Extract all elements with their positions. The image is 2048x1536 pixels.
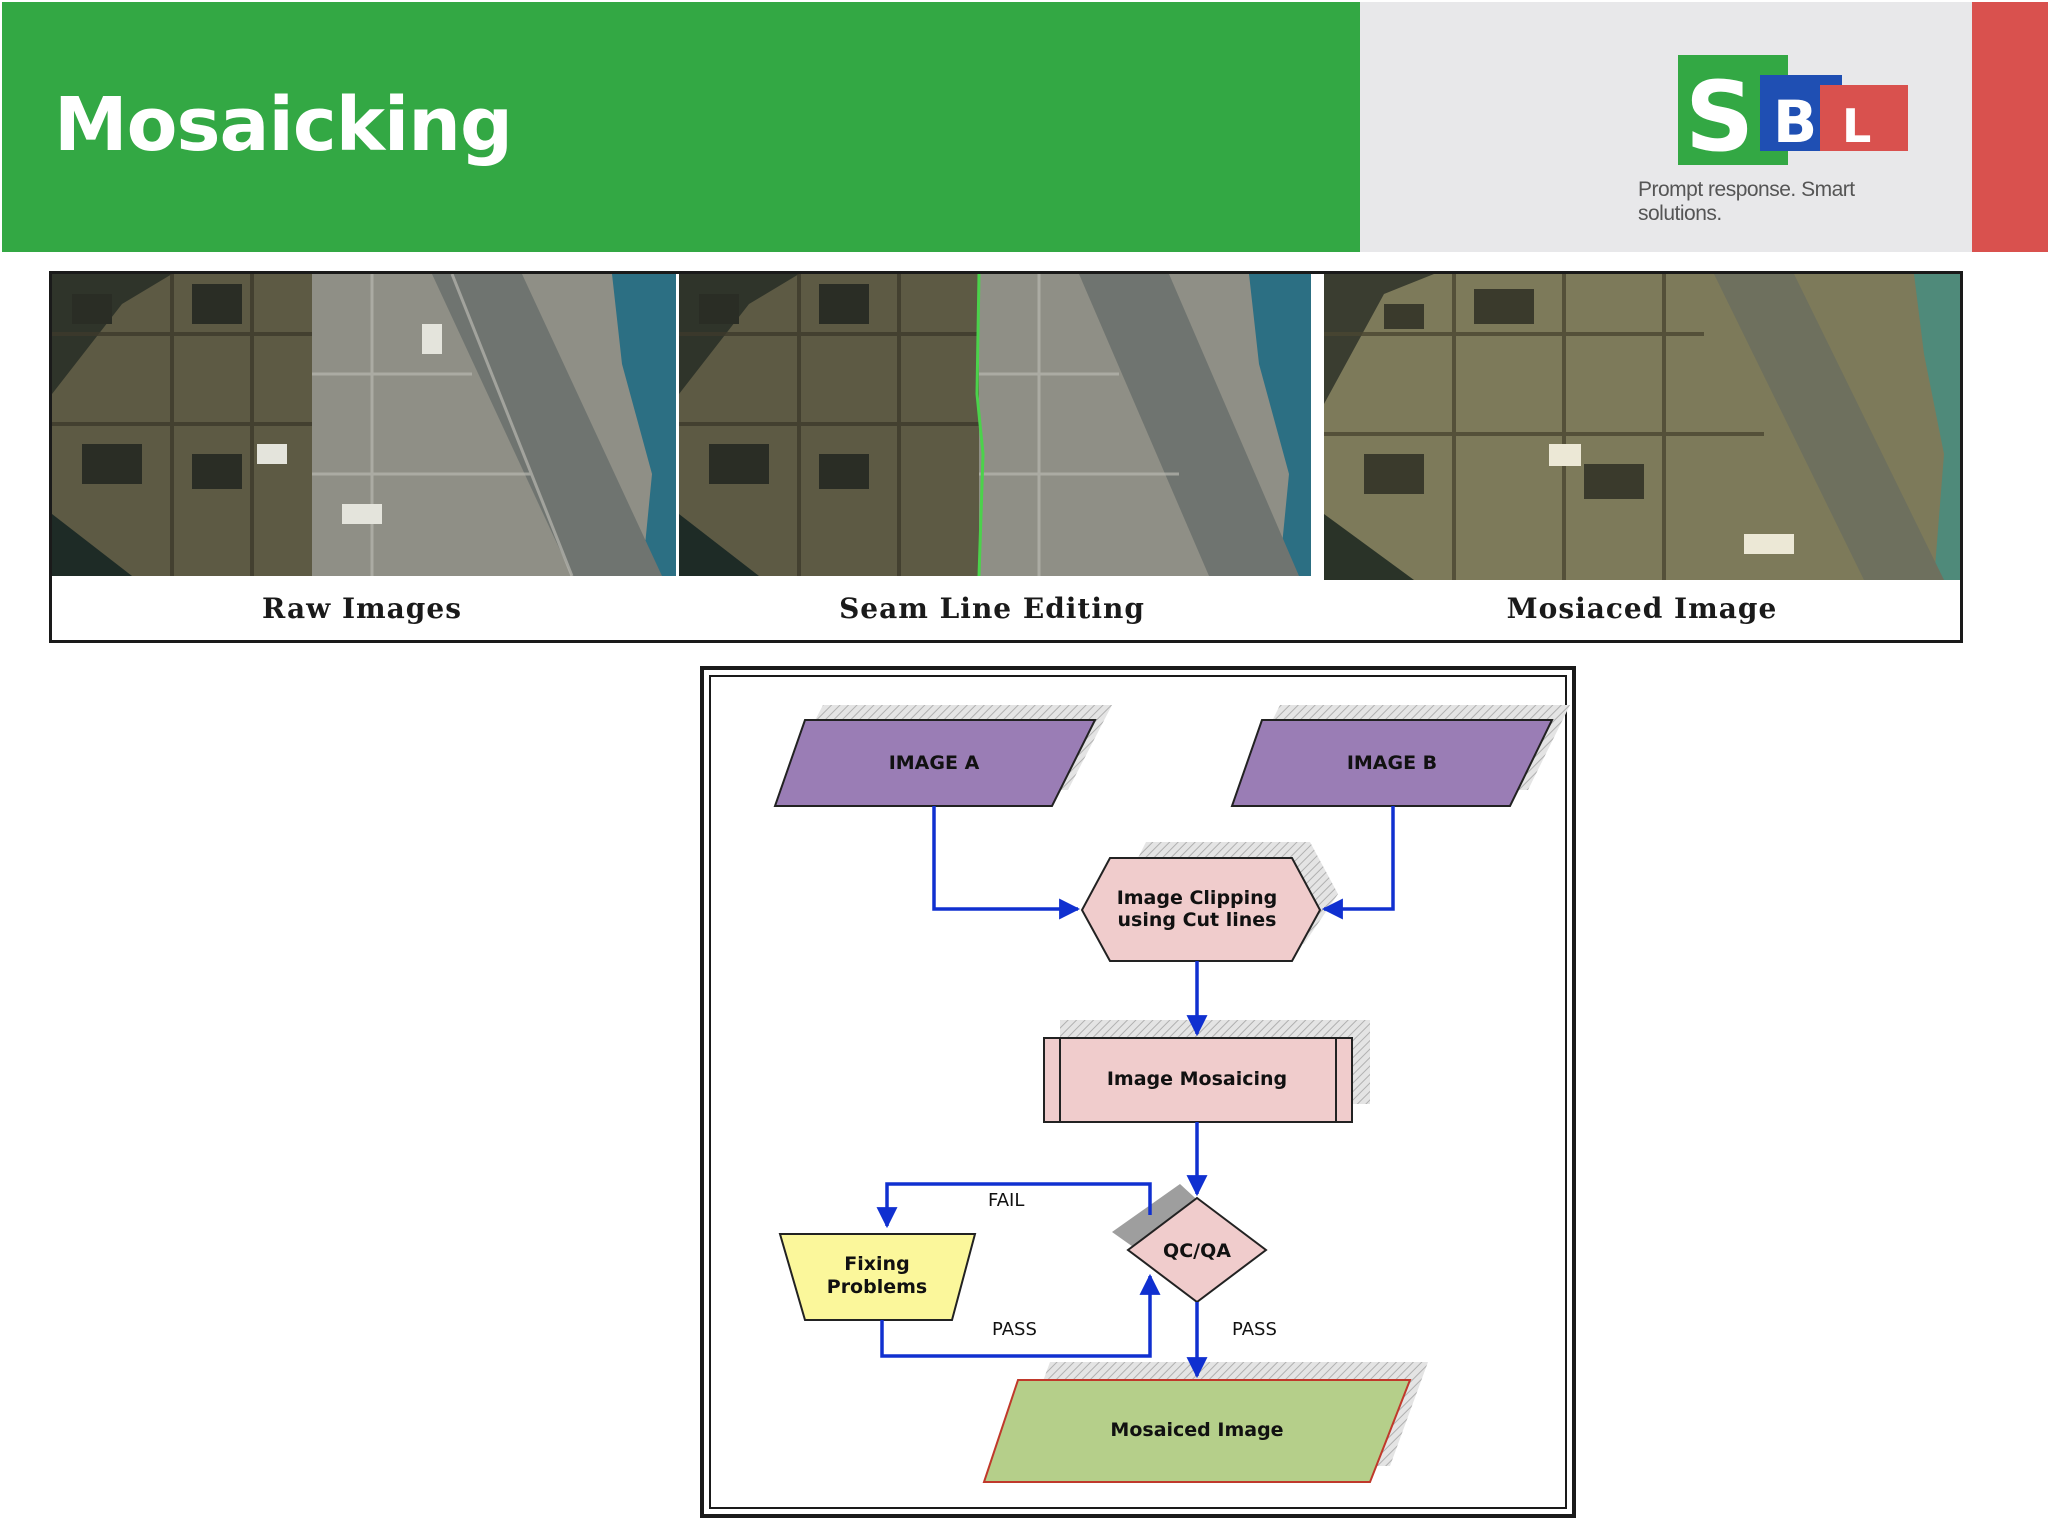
flowchart: IMAGE A IMAGE B Image Clipping using Cut… — [773, 705, 1570, 1483]
logo-letter-s: S — [1685, 61, 1754, 170]
logo-letter-b: B — [1773, 88, 1817, 156]
edge-fixing-pass-to-qcqa — [880, 1273, 1161, 1358]
logo-letter-l: L — [1842, 99, 1871, 153]
header-bar — [2, 2, 1360, 252]
image-clipping-label-1: Image Clipping — [1117, 887, 1278, 909]
edge-image-b-to-clipping — [1321, 806, 1395, 920]
fixing-problems-label-2: Problems — [827, 1276, 927, 1298]
image-clipping-node — [1080, 857, 1322, 962]
mosaiced-image-node — [982, 1379, 1412, 1483]
slide-title: Mosaicking — [54, 82, 513, 168]
fixing-problems-label-1: Fixing — [844, 1253, 909, 1275]
edge-qcqa-fail-to-fixing — [876, 1182, 1152, 1229]
image-mosaicing-node — [1043, 1037, 1353, 1123]
caption-seam-line-editing: Seam Line Editing — [839, 592, 1145, 625]
caption-mosiaced-image: Mosiaced Image — [1506, 592, 1778, 625]
image-mosaicing-label: Image Mosaicing — [1107, 1068, 1287, 1090]
image-a-label: IMAGE A — [889, 752, 980, 774]
image-a-node — [773, 719, 1097, 807]
edge-label-pass-result: PASS — [1232, 1319, 1277, 1340]
mosaiced-image-label: Mosaiced Image — [1110, 1419, 1283, 1441]
image-b-node — [1230, 719, 1554, 807]
edge-label-fail: FAIL — [988, 1190, 1024, 1211]
fixing-problems-node — [778, 1233, 977, 1321]
seam-line-photo — [679, 274, 1311, 576]
image-strip: Raw Images — [49, 271, 1963, 643]
logo-tagline: Prompt response. Smart solutions. — [1638, 178, 1855, 225]
edge-label-pass-fixing: PASS — [992, 1319, 1037, 1340]
qcqa-label: QC/QA — [1163, 1240, 1231, 1262]
company-logo: S B L — [1630, 50, 1980, 220]
image-clipping-label-2: using Cut lines — [1117, 909, 1276, 931]
flowchart-inner-border — [709, 675, 1567, 1509]
image-b-label: IMAGE B — [1347, 752, 1437, 774]
header-accent-bar — [1972, 2, 2048, 252]
mosaiced-image-photo — [1324, 274, 1960, 580]
flowchart-frame: IMAGE A IMAGE B Image Clipping using Cut… — [700, 666, 1576, 1518]
caption-raw-images: Raw Images — [262, 592, 462, 625]
raw-images-photo — [52, 274, 676, 576]
edge-image-a-to-clipping — [932, 806, 1081, 920]
